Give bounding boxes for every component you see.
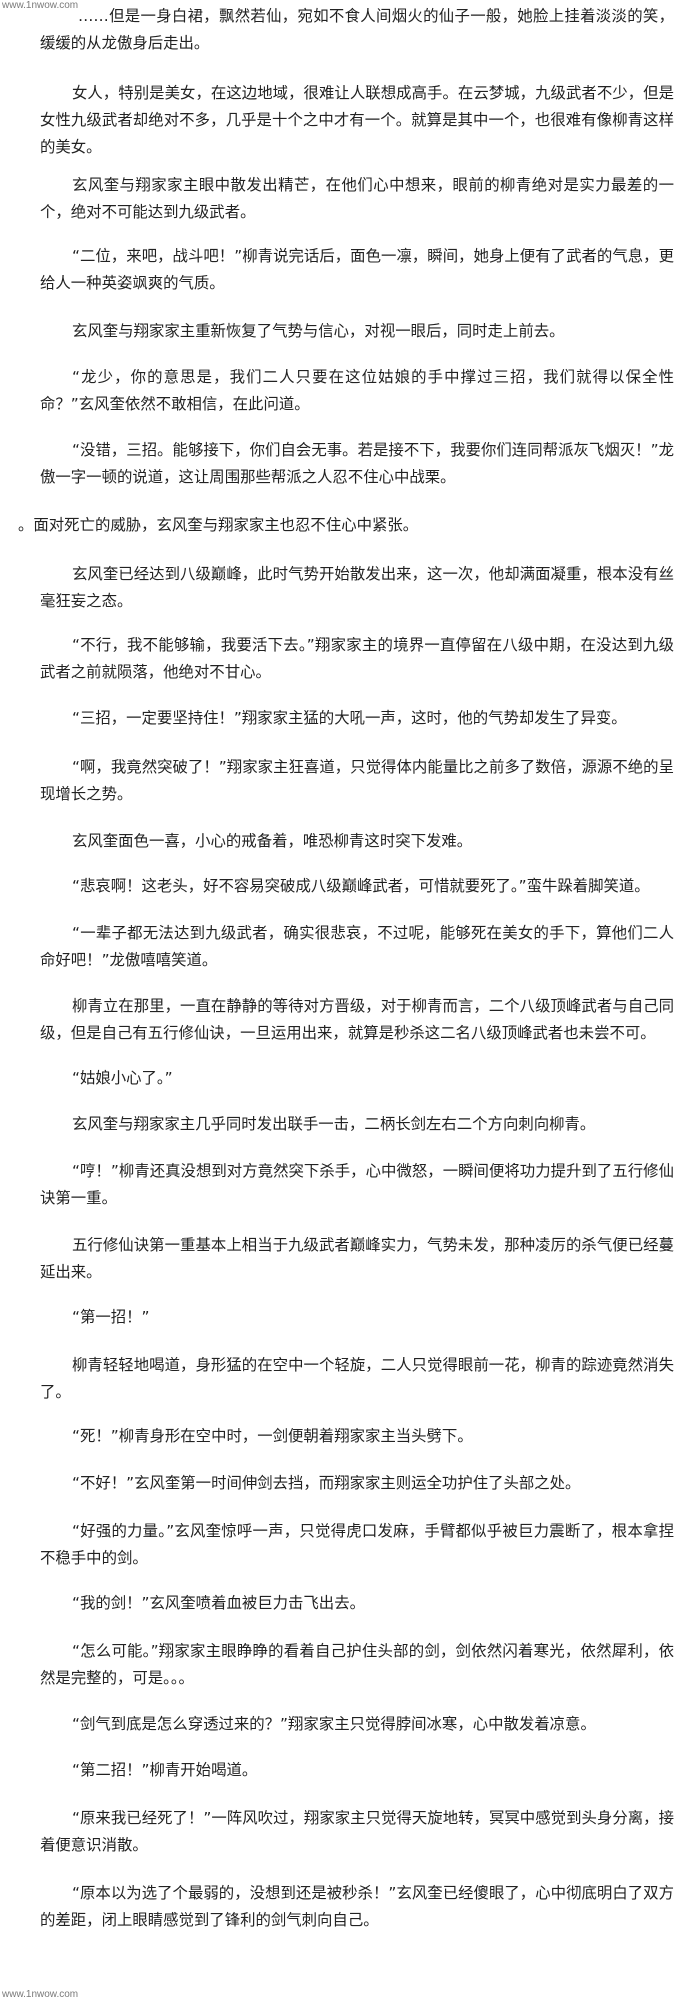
paragraph-31: “原本以为选了个最弱的，没想到还是被秒杀！”玄风奎已经傻眼了，心中彻底明白了双方…	[40, 1884, 674, 1929]
paragraph-15: “一辈子都无法达到九级武者，确实很悲哀，不过呢，能够死在美女的手下，算他们二人命…	[40, 924, 674, 969]
paragraph-20: 五行修仙诀第一重基本上相当于九级武者巅峰实力，气势未发，那种凌厉的杀气便已经蔓延…	[40, 1236, 674, 1281]
paragraph-21: “第一招！”	[72, 1308, 150, 1326]
paragraph-30: “原来我已经死了！”一阵风吹过，翔家家主只觉得天旋地转，冥冥中感觉到头身分离，接…	[40, 1809, 674, 1854]
paragraph-10: “不行，我不能够输，我要活下去。”翔家家主的境界一直停留在八级中期，在没达到九级…	[40, 636, 674, 681]
watermark-top: www.1nwow.com	[2, 0, 79, 11]
paragraph-19: “哼！”柳青还真没想到对方竟然突下杀手，心中微怒，一瞬间便将功力提升到了五行修仙…	[40, 1162, 674, 1207]
paragraph-24: “不好！”玄风奎第一时间伸剑去挡，而翔家家主则运全功护住了头部之处。	[72, 1474, 581, 1492]
paragraph-16: 柳青立在那里，一直在静静的等待对方晋级，对于柳青而言，二个八级顶峰武者与自己同级…	[40, 997, 674, 1042]
paragraph-7: “没错，三招。能够接下，你们自会无事。若是接不下，我要你们连同帮派灰飞烟灭！”龙…	[40, 441, 674, 486]
paragraph-1: ……但是一身白裙，飘然若仙，宛如不食人间烟火的仙子一般，她脸上挂着淡淡的笑，缓缓…	[40, 7, 674, 52]
paragraph-29: “第二招！”柳青开始喝道。	[72, 1761, 258, 1779]
paragraph-25: “好强的力量。”玄风奎惊呼一声，只觉得虎口发麻，手臂都似乎被巨力震断了，根本拿捏…	[40, 1522, 674, 1567]
paragraph-8: 。面对死亡的威胁，玄风奎与翔家家主也忍不住心中紧张。	[18, 516, 419, 534]
paragraph-17: “姑娘小心了。”	[72, 1069, 173, 1087]
paragraph-5: 玄风奎与翔家家主重新恢复了气势与信心，对视一眼后，同时走上前去。	[72, 322, 565, 340]
paragraph-2: 女人，特别是美女，在这边地域，很难让人联想成高手。在云梦城，九级武者不少，但是女…	[40, 84, 674, 156]
paragraph-9: 玄风奎已经达到八级巅峰，此时气势开始散发出来，这一次，他却满面凝重，根本没有丝毫…	[40, 565, 674, 610]
paragraph-13: 玄风奎面色一喜，小心的戒备着，唯恐柳青这时突下发难。	[72, 832, 473, 850]
paragraph-12: “啊，我竟然突破了！”翔家家主狂喜道，只觉得体内能量比之前多了数倍，源源不绝的呈…	[40, 758, 674, 803]
paragraph-18: 玄风奎与翔家家主几乎同时发出联手一击，二柄长剑左右二个方向刺向柳青。	[72, 1115, 596, 1133]
paragraph-28: “剑气到底是怎么穿透过来的？”翔家家主只觉得脖间冰寒，心中散发着凉意。	[72, 1715, 596, 1733]
paragraph-27: “怎么可能。”翔家家主眼睁睁的看着自己护住头部的剑，剑依然闪着寒光，依然犀利，依…	[40, 1642, 674, 1687]
paragraph-26: “我的剑！”玄风奎喷着血被巨力击飞出去。	[72, 1594, 365, 1612]
paragraph-6: “龙少，你的意思是，我们二人只要在这位姑娘的手中撑过三招，我们就得以保全性命？”…	[40, 368, 674, 413]
paragraph-14: “悲哀啊！这老头，好不容易突破成八级巅峰武者，可惜就要死了。”蛮牛跺着脚笑道。	[72, 877, 650, 895]
paragraph-11: “三招，一定要坚持住！”翔家家主猛的大吼一声，这时，他的气势却发生了异变。	[72, 709, 627, 727]
paragraph-3: 玄风奎与翔家家主眼中散发出精芒，在他们心中想来，眼前的柳青绝对是实力最差的一个，…	[40, 176, 674, 221]
paragraph-4: “二位，来吧，战斗吧！”柳青说完话后，面色一凛，瞬间，她身上便有了武者的气息，更…	[40, 247, 674, 292]
watermark-bottom: www.1nwow.com	[2, 1989, 79, 2000]
paragraph-23: “死！”柳青身形在空中时，一剑便朝着翔家家主当头劈下。	[72, 1427, 473, 1445]
paragraph-22: 柳青轻轻地喝道，身形猛的在空中一个轻旋，二人只觉得眼前一花，柳青的踪迹竟然消失了…	[40, 1356, 674, 1401]
